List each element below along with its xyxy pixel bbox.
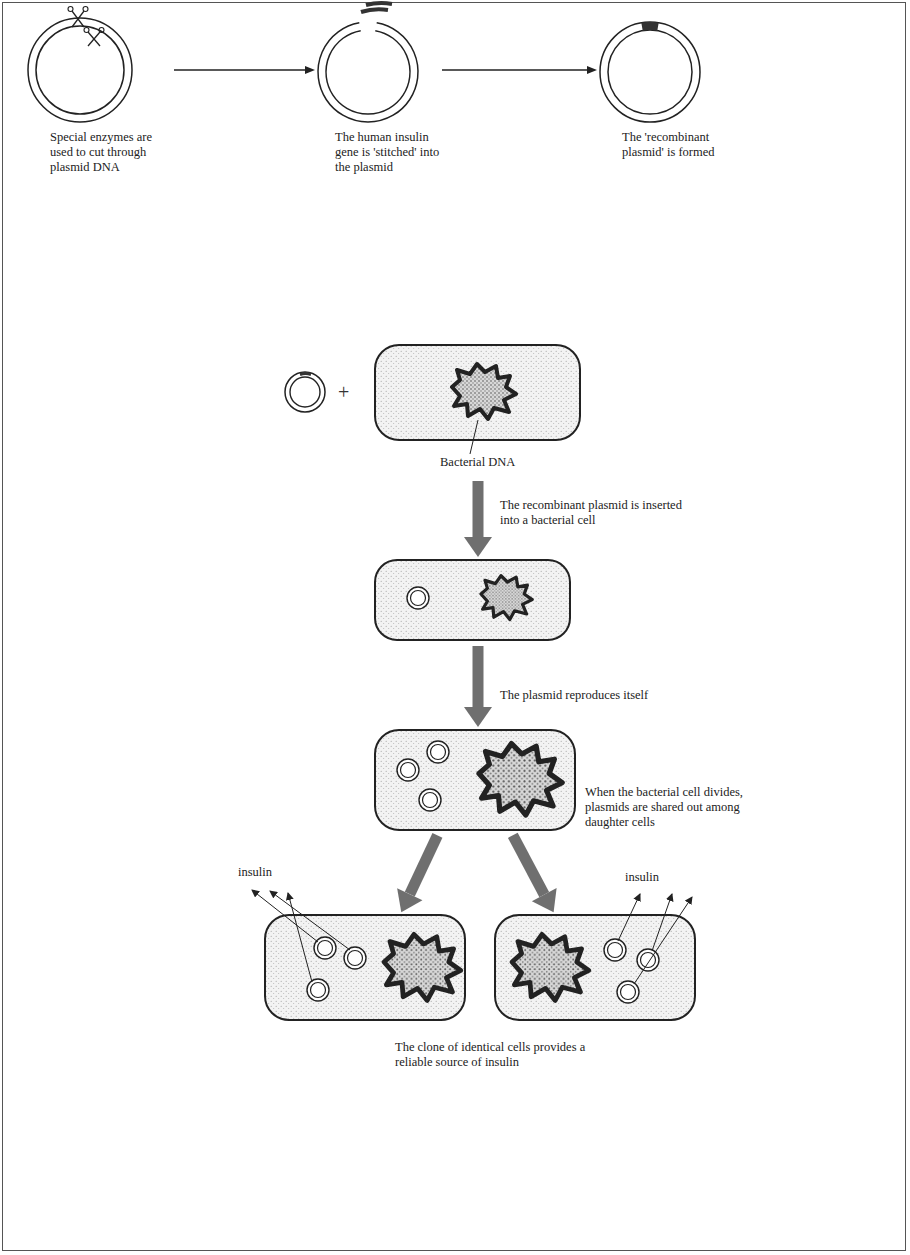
plasmid-open (318, 3, 418, 122)
bacterial-cell: Bacterial DNA (375, 345, 580, 475)
stage-caption: insulin (625, 870, 685, 885)
daughter-cell: insulin (265, 915, 465, 1020)
arrow-shaft (174, 69, 305, 70)
stage-caption: The 'recombinant plasmid' is formed (622, 130, 740, 160)
arrow-shaft (442, 69, 587, 70)
process-arrow (464, 646, 492, 727)
plus-sign: + (338, 382, 349, 402)
arrow-shaft (473, 646, 484, 707)
plasmid-cut (28, 7, 132, 123)
bacterial-cell: The plasmid reproduces itselfWhen the ba… (375, 730, 575, 830)
arrow-shaft (513, 835, 544, 894)
daughter-cell: insulin (495, 915, 695, 1020)
plasmid-stage: The human insulin gene is 'stitched' int… (318, 20, 438, 180)
arrow-shaft (410, 835, 438, 894)
step-arrow (442, 66, 597, 74)
stage-caption: insulin (238, 865, 298, 880)
arrow-head (397, 888, 422, 912)
arrow-head (532, 888, 557, 912)
step-arrow (174, 66, 315, 74)
arrow-head (305, 66, 315, 74)
stage-caption: The human insulin gene is 'stitched' int… (335, 130, 441, 175)
daughter-cell-right (495, 894, 695, 1020)
process-arrow (464, 481, 492, 557)
daughter-cell-left (252, 890, 465, 1020)
plasmid-stage: Special enzymes are used to cut through … (28, 18, 170, 183)
stage-caption: The plasmid reproduces itself (500, 688, 700, 703)
plasmid-small (285, 372, 325, 412)
arrow-head (464, 707, 492, 727)
process-arrow (513, 835, 557, 912)
process-arrow (397, 835, 437, 912)
bacterial-cell: The recombinant plasmid is inserted into… (375, 560, 570, 640)
stage-caption: Special enzymes are used to cut through … (50, 130, 164, 175)
stage-caption: When the bacterial cell divides, plasmid… (585, 785, 747, 830)
bacterium-three-plasmids (375, 730, 575, 830)
plasmid-recombinant (600, 22, 700, 122)
bacterium (375, 345, 580, 454)
arrow-head (464, 537, 492, 557)
bacterium-one-plasmid (375, 560, 570, 640)
arrow-shaft (473, 481, 484, 537)
stage-caption: Bacterial DNA (440, 455, 550, 470)
plasmid-stage: The 'recombinant plasmid' is formed (600, 20, 740, 160)
figure-caption: The clone of identical cells provides a … (395, 1040, 610, 1070)
frame (3, 3, 906, 1251)
stage-caption: The recombinant plasmid is inserted into… (500, 498, 685, 528)
arrow-head (587, 66, 597, 74)
